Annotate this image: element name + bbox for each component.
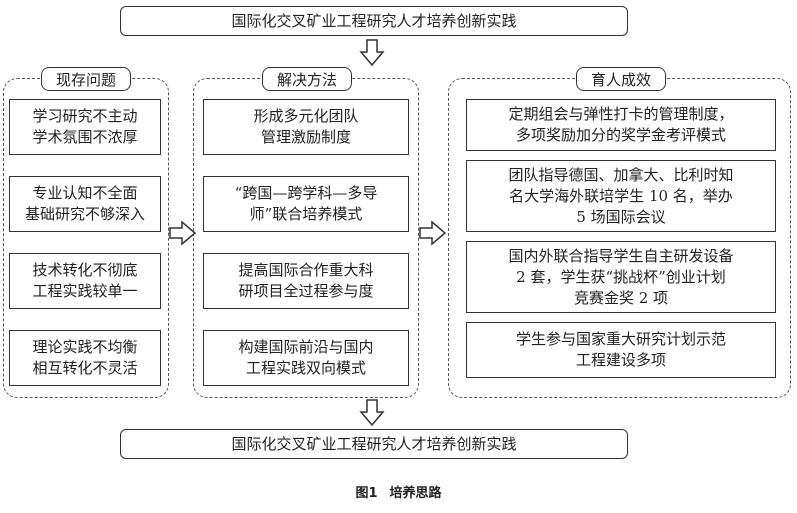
problem-item-1: 学习研究不主动 学术氛围不浓厚 bbox=[9, 99, 161, 155]
down-arrow-icon-top bbox=[359, 39, 385, 67]
solutions-label: 解决方法 bbox=[262, 67, 352, 91]
problems-label: 现存问题 bbox=[41, 67, 131, 91]
outcome-item-2: 团队指导德国、加拿大、比利时知 名大学海外联培学生 10 名，举办 5 场国际会… bbox=[466, 160, 776, 232]
outcome-item-3: 国内外联合指导学生自主研发设备 2 套，学生获“挑战杯”创业计划 竞赛金奖 2 … bbox=[466, 241, 776, 313]
problem-item-3: 技术转化不彻底 工程实践较单一 bbox=[9, 253, 161, 309]
outcome-item-1: 定期组会与弹性打卡的管理制度， 多项奖励加分的奖学金考评模式 bbox=[466, 99, 776, 151]
down-arrow-icon-bottom bbox=[359, 399, 385, 427]
figure-caption-text: 培养思路 bbox=[389, 486, 442, 501]
solution-item-2: “跨国—跨学科—多导 师”联合培养模式 bbox=[203, 176, 409, 232]
problem-item-2: 专业认知不全面 基础研究不够深入 bbox=[9, 176, 161, 232]
top-title: 国际化交叉矿业工程研究人才培养创新实践 bbox=[231, 11, 517, 30]
outcome-item-4: 学生参与国家重大研究计划示范 工程建设多项 bbox=[466, 322, 776, 378]
solution-item-3: 提高国际合作重大科 研项目全过程参与度 bbox=[203, 253, 409, 309]
bottom-title-box: 国际化交叉矿业工程研究人才培养创新实践 bbox=[120, 429, 628, 459]
solution-item-1: 形成多元化团队 管理激励制度 bbox=[203, 99, 409, 155]
figure-number: 图1 bbox=[355, 486, 378, 501]
right-arrow-icon-2 bbox=[419, 220, 447, 246]
solution-item-4: 构建国际前沿与国内 工程实践双向模式 bbox=[203, 330, 409, 386]
right-arrow-icon-1 bbox=[169, 220, 197, 246]
problem-item-4: 理论实践不均衡 相互转化不灵活 bbox=[9, 330, 161, 386]
top-title-box: 国际化交叉矿业工程研究人才培养创新实践 bbox=[120, 6, 628, 36]
figure-caption: 图1 培养思路 bbox=[0, 482, 797, 501]
outcomes-label: 育人成效 bbox=[576, 67, 666, 91]
bottom-title: 国际化交叉矿业工程研究人才培养创新实践 bbox=[231, 434, 517, 453]
